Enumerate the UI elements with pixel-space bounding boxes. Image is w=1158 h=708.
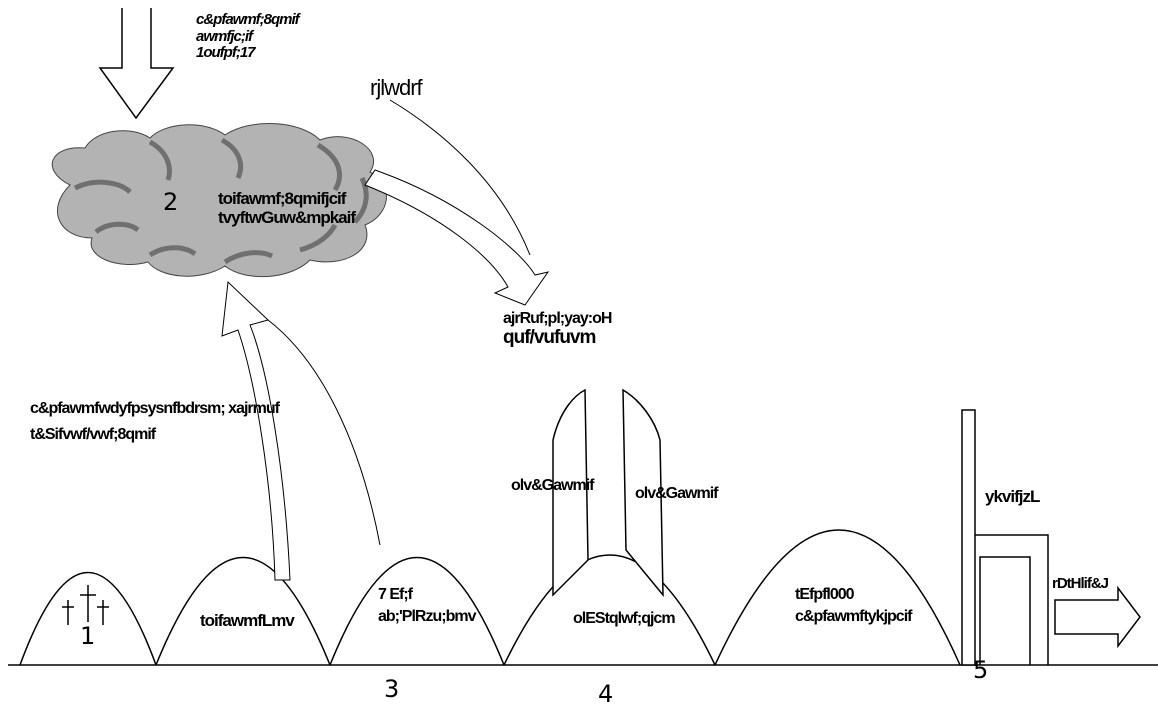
point-4-label: ajrRuf;pl;yay:oH quf/vufuvm <box>503 310 612 348</box>
pillar-right <box>622 388 664 598</box>
cloud-icon <box>51 123 387 278</box>
right-arrow-icon <box>1054 585 1141 649</box>
hill-1 <box>19 571 157 666</box>
building-door <box>979 556 1031 665</box>
hill-5-label: tEfpfl000 c&pfawmftykjpcif <box>795 586 912 625</box>
up-arrow-icon <box>221 280 291 581</box>
exit-arrow-label: rDtHlif&J <box>1052 575 1109 592</box>
building-outline <box>961 409 976 666</box>
hill-1-label: toifawmfLmv <box>200 611 295 630</box>
number-4: 4 <box>598 680 614 708</box>
hill-5 <box>714 529 961 666</box>
pillar-left <box>552 388 589 597</box>
pillar-right-label: olv&Gawmif <box>635 485 718 502</box>
hill-4-label: olEStqlwf;qjcm <box>573 610 676 627</box>
hill-4 <box>503 554 716 666</box>
left-text: c&pfawmfwdyfpsysnfbdrsm; xajrmuf t&Sifvw… <box>30 400 280 443</box>
building-label: ykvifjzL <box>985 487 1040 506</box>
hill-3 <box>329 556 505 666</box>
down-arrow-icon <box>98 8 175 120</box>
hill-3-label: 7 Ef;f ab;'PlRzu;bmv <box>378 586 476 625</box>
up-arrow-side <box>267 319 381 546</box>
building-roof <box>975 534 1049 665</box>
curved-arrow-icon <box>364 169 550 306</box>
number-1: 1 <box>80 622 96 650</box>
wind-arrow-icon <box>389 99 531 256</box>
cloud-text: toifawmf;8qmifjcif tvyftwGuw&mpkaif <box>218 189 356 227</box>
crosses-icon <box>62 585 109 625</box>
number-3: 3 <box>384 675 400 703</box>
pillar-left-label: olv&Gawmif <box>511 477 594 494</box>
number-5: 5 <box>973 656 989 684</box>
number-2: 2 <box>163 188 179 216</box>
wind-label: rjlwdrf <box>370 75 423 100</box>
hill-2 <box>155 556 331 666</box>
top-input-label: c&pfawmf;8qmif awmfjc;if 1oufpf;17 <box>196 11 300 61</box>
